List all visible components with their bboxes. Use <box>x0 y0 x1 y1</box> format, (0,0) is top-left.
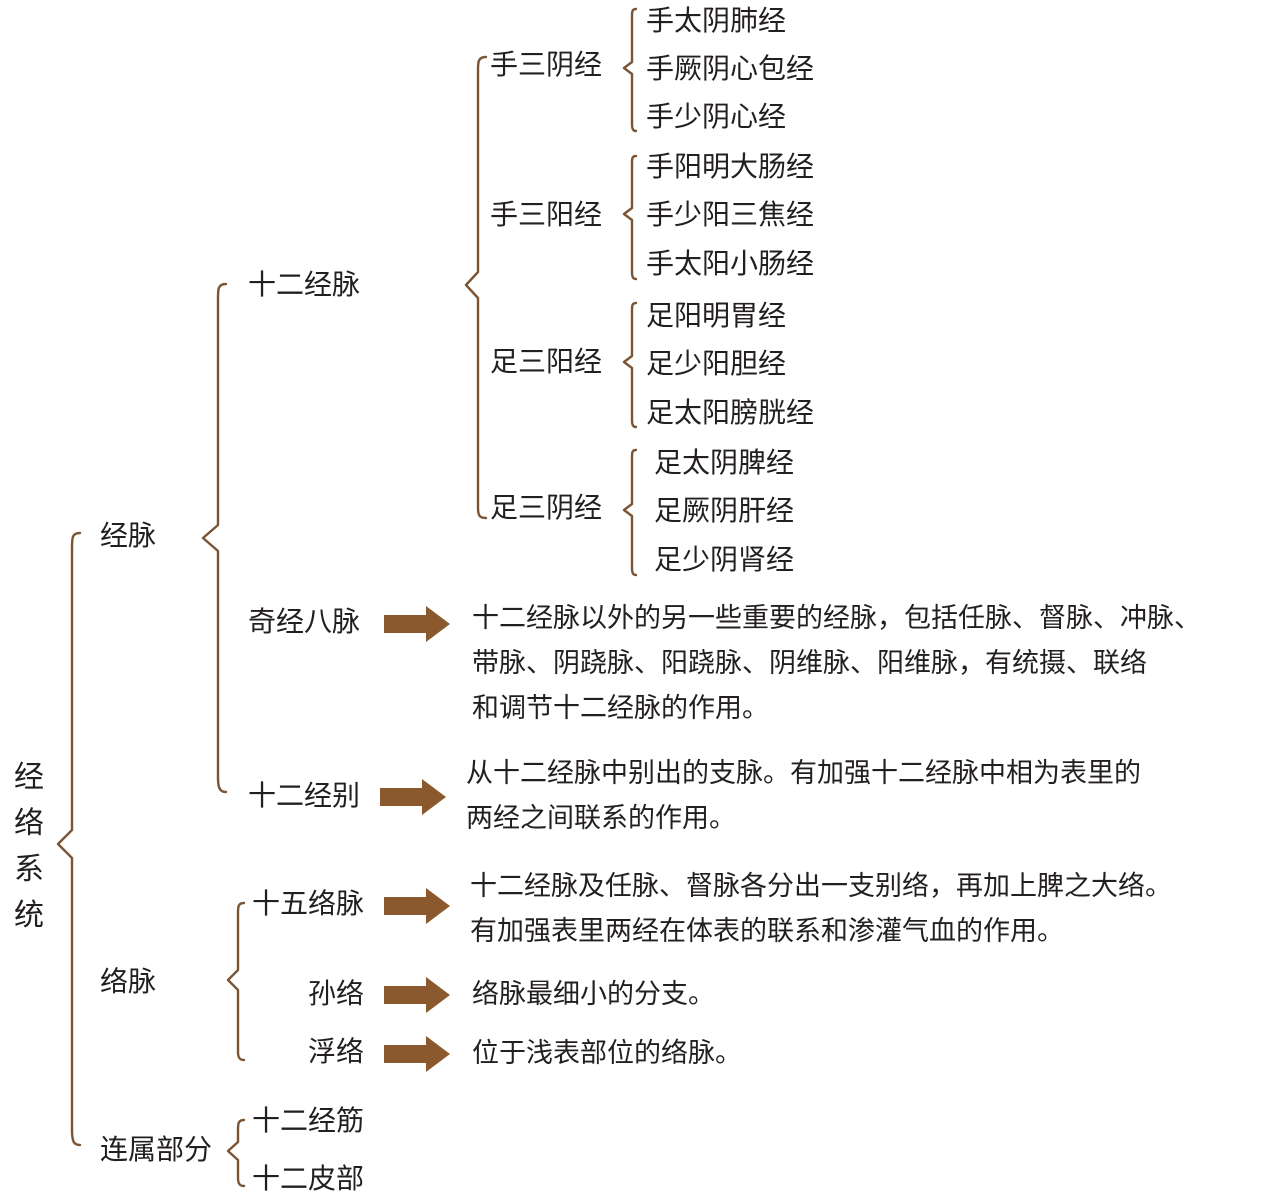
lianshu-item: 十二经筋 <box>252 1104 365 1137</box>
desc-line: 带脉、阴跷脉、阳跷脉、阴维脉、阳维脉，有统摄、联络 <box>472 648 1147 679</box>
channel-item: 手厥阴心包经 <box>646 52 815 85</box>
jingmai-bracket <box>201 282 228 794</box>
shou-sanyin-bracket <box>622 7 638 133</box>
luomai-bracket <box>226 901 246 1062</box>
channel-item: 手阳明大肠经 <box>646 150 815 183</box>
shier-jingmai-label: 十二经脉 <box>248 268 361 301</box>
group-label: 手三阴经 <box>490 48 603 81</box>
zu-sanyang-bracket <box>622 301 638 429</box>
lianshu-item: 十二皮部 <box>252 1162 365 1195</box>
channel-item: 手少阳三焦经 <box>646 198 815 231</box>
group-label: 手三阳经 <box>490 198 603 231</box>
desc-line: 十二经脉及任脉、督脉各分出一支别络，再加上脾之大络。 <box>470 871 1172 902</box>
channel-item: 手太阴肺经 <box>646 4 787 37</box>
channel-item: 足阳明胃经 <box>646 299 787 332</box>
desc-line: 和调节十二经脉的作用。 <box>472 693 769 724</box>
root-bracket <box>56 531 82 1147</box>
channel-item: 手太阳小肠经 <box>646 247 815 280</box>
luomai-label: 络脉 <box>100 965 157 998</box>
channel-item: 足太阴脾经 <box>654 446 795 479</box>
qijing-bamai-label: 奇经八脉 <box>248 605 361 638</box>
channel-item: 足少阴肾经 <box>654 543 795 576</box>
channel-item: 足太阳膀胱经 <box>646 396 815 429</box>
jingmai-label: 经脉 <box>100 519 157 552</box>
sunluo-desc: 络脉最细小的分支。 <box>472 979 715 1010</box>
shou-sanyang-bracket <box>622 154 638 281</box>
arrow-shiwu-luomai <box>384 888 450 924</box>
desc-line: 两经之间联系的作用。 <box>466 803 736 834</box>
luomai-item-label: 浮络 <box>308 1035 365 1068</box>
lianshu-bracket <box>226 1118 246 1188</box>
desc-line: 有加强表里两经在体表的联系和渗灌气血的作用。 <box>470 916 1064 947</box>
channel-item: 足少阳胆经 <box>646 347 787 380</box>
shier-jingmai-bracket <box>464 55 488 520</box>
arrow-fuluo <box>384 1036 450 1072</box>
group-label: 足三阴经 <box>490 491 603 524</box>
arrow-jingbie <box>380 779 446 815</box>
channel-item: 手少阴心经 <box>646 100 787 133</box>
zu-sanyin-bracket <box>622 448 638 577</box>
luomai-item-label: 孙络 <box>308 977 365 1010</box>
arrow-sunluo <box>384 977 450 1013</box>
lianshu-label: 连属部分 <box>100 1133 213 1166</box>
desc-line: 从十二经脉中别出的支脉。有加强十二经脉中相为表里的 <box>466 758 1141 789</box>
desc-line: 十二经脉以外的另一些重要的经脉，包括任脉、督脉、冲脉、 <box>472 603 1201 634</box>
channel-item: 足厥阴肝经 <box>654 494 795 527</box>
luomai-item-label: 十五络脉 <box>252 887 365 920</box>
root-label: 经络系统 <box>14 760 44 933</box>
fuluo-desc: 位于浅表部位的络脉。 <box>472 1038 742 1069</box>
arrow-qijing <box>384 606 450 642</box>
group-label: 足三阳经 <box>490 345 603 378</box>
shier-jingbie-label: 十二经别 <box>248 779 361 812</box>
